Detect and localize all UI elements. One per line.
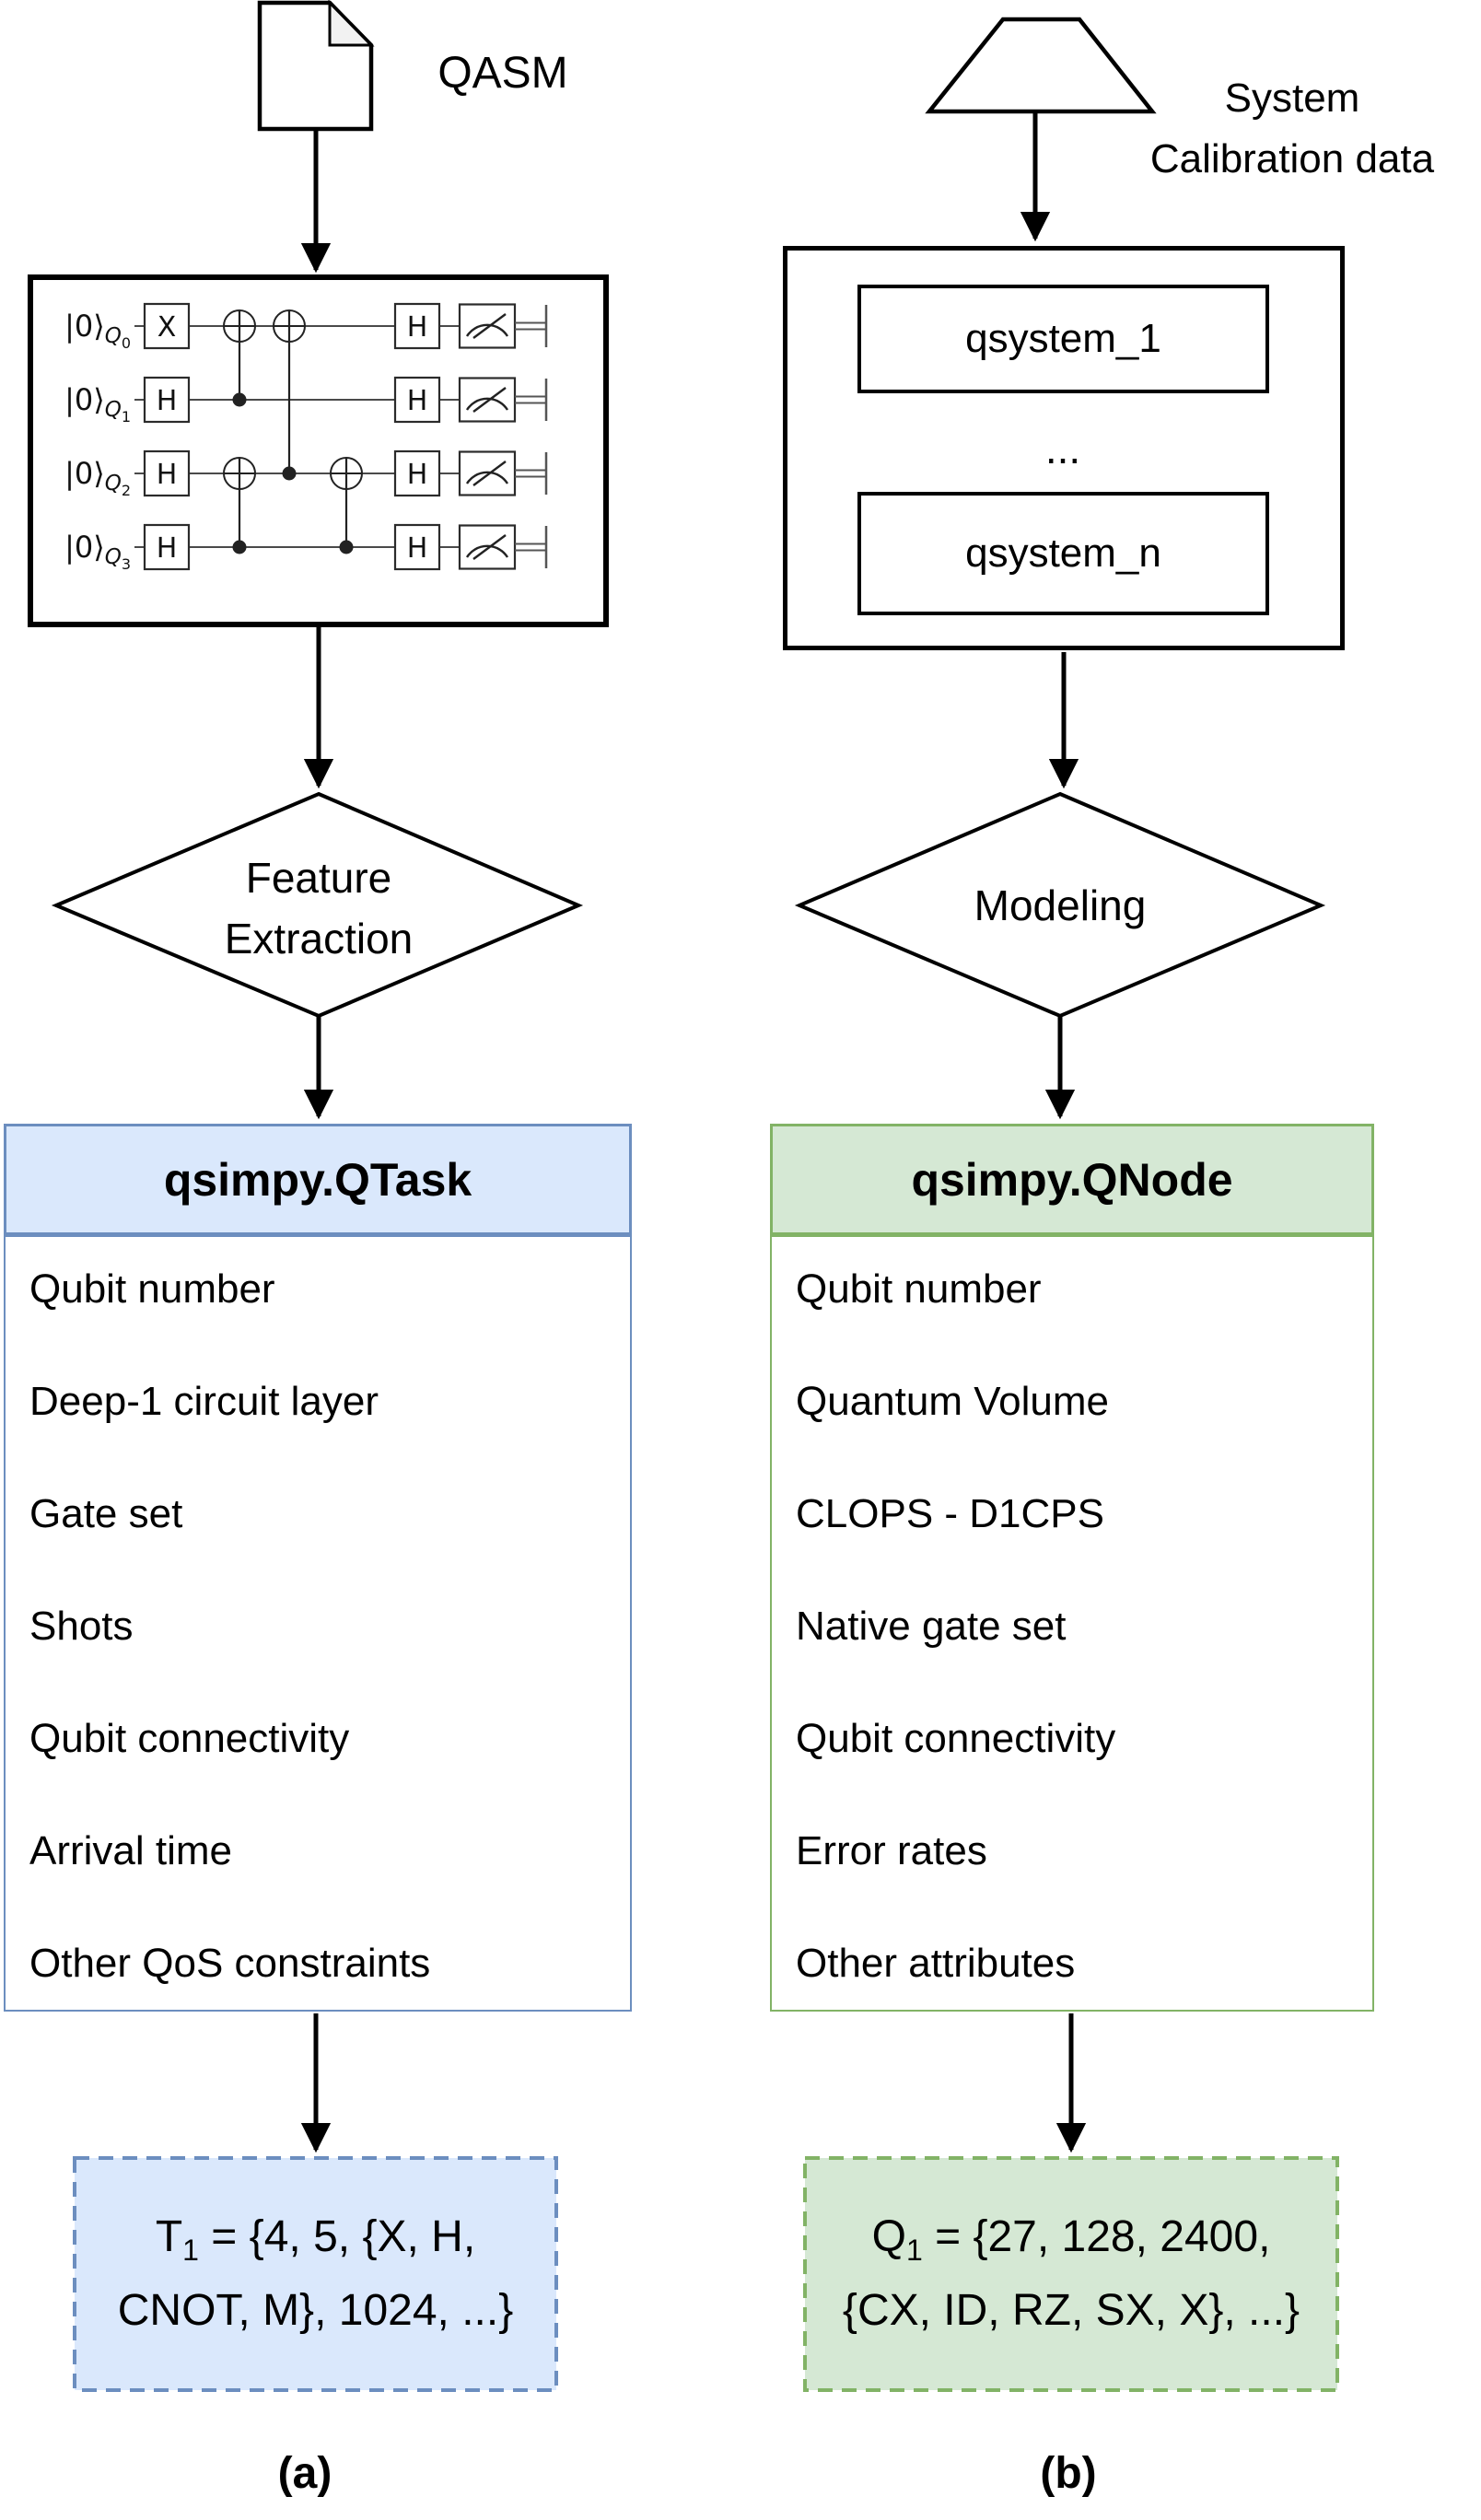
- measure-icon: [458, 524, 517, 570]
- gate-label: H: [157, 385, 178, 417]
- qubit-label: |0⟩Q1: [64, 382, 131, 426]
- qtask-attribute: Deep-1 circuit layer: [29, 1379, 379, 1424]
- gate-label: H: [157, 459, 178, 491]
- system-calibration-label: System Calibration data: [1133, 68, 1452, 190]
- t1-line2: CNOT, M}, 1024, ...}: [117, 2286, 514, 2335]
- qnode-attribute: Qubit connectivity: [796, 1716, 1116, 1761]
- qsystem-ellipsis: ...: [1044, 425, 1081, 472]
- gate-column-h: H H H H: [393, 302, 441, 571]
- cnot-target-icon: [223, 309, 363, 490]
- feature-extraction-diamond: Feature Extraction: [51, 791, 584, 1019]
- qnode-attribute: Native gate set: [796, 1604, 1067, 1649]
- qnode-attribute: Error rates: [796, 1828, 987, 1873]
- qnode-attribute: Qubit number: [796, 1266, 1042, 1312]
- qtask-attribute: Gate set: [29, 1491, 183, 1536]
- measure-column: [458, 303, 548, 570]
- qtask-output-text: T1 = {4, 5, {X, H, CNOT, M}, 1024, ...}: [75, 2158, 556, 2390]
- system-calibration-line1: System: [1224, 76, 1360, 121]
- qnode-attribute: CLOPS - D1CPS: [796, 1491, 1104, 1536]
- diamond-label-line1: Feature: [246, 854, 392, 902]
- qnode-attribute: Other attributes: [796, 1941, 1076, 1986]
- diamond-label-line2: Extraction: [225, 915, 414, 962]
- measure-icon: [458, 450, 517, 496]
- qnode-output-text: Q1 = {27, 128, 2400, {CX, ID, RZ, SX, X}…: [805, 2158, 1337, 2390]
- qtask-header: qsimpy.QTask: [4, 1124, 632, 1235]
- classical-wires: [515, 321, 546, 552]
- qsystem-1-box: qsystem_1: [857, 285, 1269, 393]
- modeling-diamond: Modeling: [794, 791, 1326, 1019]
- qsystem-1-label: qsystem_1: [965, 316, 1161, 361]
- trapezoid-icon: [925, 17, 1157, 114]
- caption-a: (a): [277, 2449, 332, 2498]
- qtask-body: Qubit number Deep-1 circuit layer Gate s…: [4, 1235, 632, 2012]
- qsystem-n-label: qsystem_n: [965, 531, 1161, 576]
- qtask-output-box: [73, 2156, 558, 2392]
- measure-icon: [458, 303, 517, 349]
- qubit-label: |0⟩Q3: [64, 530, 131, 573]
- quantum-circuit: |0⟩Q0 |0⟩Q1 |0⟩Q2 |0⟩Q3: [28, 274, 609, 627]
- gate-label: H: [407, 459, 428, 491]
- caption-b: (b): [1040, 2449, 1097, 2498]
- qtask-attribute: Qubit connectivity: [29, 1716, 350, 1761]
- qtask-attribute: Qubit number: [29, 1266, 275, 1312]
- gate-column-1: X H H H: [143, 302, 191, 571]
- qubit-label: |0⟩Q2: [64, 456, 131, 499]
- gate-label: H: [157, 532, 178, 565]
- qnode-title: qsimpy.QNode: [911, 1153, 1233, 1206]
- diamond-label: Modeling: [974, 881, 1147, 929]
- qnode-output-box: [803, 2156, 1339, 2392]
- q1-line2: {CX, ID, RZ, SX, X}, ...}: [842, 2286, 1300, 2335]
- gate-label: H: [407, 532, 428, 565]
- measure-icon: [458, 377, 517, 423]
- qsystem-n-box: qsystem_n: [857, 492, 1269, 615]
- qtask-title: qsimpy.QTask: [163, 1153, 472, 1206]
- t1-line1: T1 = {4, 5, {X, H,: [155, 2212, 476, 2267]
- qubit-label: |0⟩Q0: [64, 309, 131, 352]
- qnode-body: Qubit number Quantum Volume CLOPS - D1CP…: [770, 1235, 1374, 2012]
- gate-label: H: [407, 311, 428, 344]
- qtask-attribute: Other QoS constraints: [29, 1941, 431, 1986]
- qnode-header: qsimpy.QNode: [770, 1124, 1374, 1235]
- qtask-attribute: Shots: [29, 1604, 134, 1649]
- document-icon: [257, 0, 375, 132]
- qasm-label: QASM: [437, 49, 568, 98]
- qnode-attribute: Quantum Volume: [796, 1379, 1109, 1424]
- gate-label: X: [157, 311, 177, 344]
- cnot-control-dot: [232, 392, 354, 554]
- qtask-attribute: Arrival time: [29, 1828, 233, 1873]
- gate-label: H: [407, 385, 428, 417]
- system-calibration-line2: Calibration data: [1149, 136, 1435, 181]
- q1-line1: Q1 = {27, 128, 2400,: [871, 2212, 1271, 2267]
